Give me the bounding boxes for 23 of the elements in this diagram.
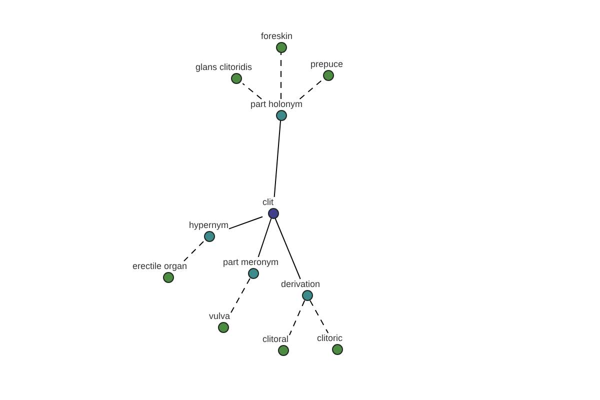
dashed-connector-line bbox=[289, 300, 306, 336]
node-label: clit bbox=[262, 197, 274, 207]
node-label: part meronym bbox=[223, 257, 279, 267]
dashed-connector-line bbox=[299, 80, 322, 100]
connector-line bbox=[274, 218, 301, 280]
node-label: clitoral bbox=[262, 334, 289, 344]
dashed-connector-line bbox=[230, 278, 250, 314]
node-label: foreskin bbox=[261, 31, 293, 41]
connector-line bbox=[228, 216, 263, 230]
node-label: clitoric bbox=[317, 333, 343, 343]
node-label: vulva bbox=[209, 311, 230, 321]
node-label: part holonym bbox=[250, 99, 303, 109]
dashed-connector-line bbox=[280, 52, 282, 100]
connector-line bbox=[274, 120, 282, 198]
node-label: erectile organ bbox=[132, 261, 188, 271]
dashed-connector-line bbox=[184, 241, 204, 262]
node-label: prepuce bbox=[310, 59, 344, 69]
node-label: hypernym bbox=[189, 220, 229, 230]
dashed-connector-line bbox=[242, 83, 262, 100]
connector-line bbox=[258, 218, 272, 258]
dashed-connector-line bbox=[310, 300, 329, 334]
node-label: glans clitoridis bbox=[196, 62, 252, 72]
node-label: derivation bbox=[281, 279, 320, 289]
